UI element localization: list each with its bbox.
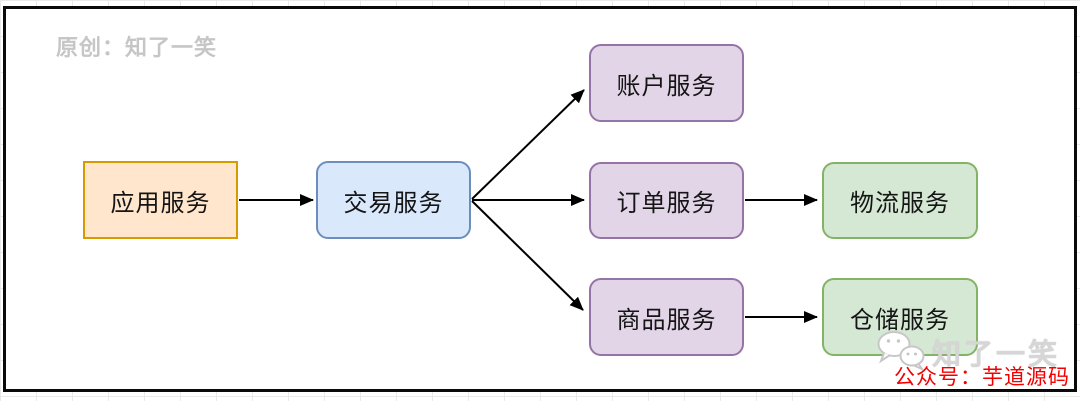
node-label: 交易服务 xyxy=(343,189,444,217)
node-label: 账户服务 xyxy=(616,72,717,100)
node-trade-service: 交易服务 xyxy=(316,161,471,239)
publisher-name: 知了一笑 xyxy=(932,339,1061,371)
node-label: 应用服务 xyxy=(110,189,211,217)
node-order-service: 订单服务 xyxy=(589,162,744,239)
publisher-watermark: 知了一笑 公众号：芋道源码 xyxy=(860,329,1072,391)
wechat-icon xyxy=(877,331,925,372)
node-label: 仓储服务 xyxy=(850,306,950,334)
node-label: 物流服务 xyxy=(850,190,950,217)
node-app-service: 应用服务 xyxy=(83,161,238,239)
official-account-label: 公众号：芋道源码 xyxy=(894,366,1070,389)
original-author-watermark: 原创：知了一笑 xyxy=(56,35,218,60)
node-label: 商品服务 xyxy=(616,306,717,334)
node-logistics-service: 物流服务 xyxy=(822,162,978,239)
node-label: 订单服务 xyxy=(616,190,717,217)
node-product-service: 商品服务 xyxy=(589,278,744,356)
node-account-service: 账户服务 xyxy=(589,44,744,122)
